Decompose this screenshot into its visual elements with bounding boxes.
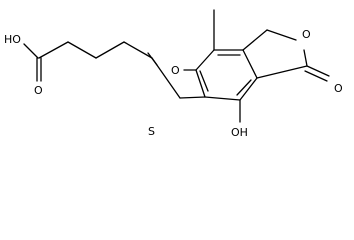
bond-ho-c1 [23,43,39,59]
label-lactone-oxygen: O [302,28,311,41]
bond-ring-c3a-c7a [242,49,258,79]
bond-ring-inner-1 [199,70,209,92]
butanoic-acid-chain [23,41,181,99]
label-lactone-carbonyl: O [334,82,343,95]
label-thioether-sulfur: S [148,125,155,138]
label-methoxy-oxygen: O [171,64,180,77]
bond-c1-o-double-b [304,70,328,82]
benzene-ring [179,49,258,101]
bond-ring-c7-c6 [204,96,241,101]
bond-c3-o2 [266,29,297,41]
bond-c1-c7a [256,65,308,79]
label-carbonyl-acid: O [34,84,43,97]
bond-ring-c6-c5 [195,69,206,98]
bond-c3-c4 [95,41,125,59]
structure-canvas: HO O O S O O OH [4,9,343,139]
bond-ch2-ring [179,96,206,99]
bond-c1-c2 [38,41,69,59]
bond-ring-inner-3 [236,79,252,96]
lactone-ring [242,29,330,82]
label-hydroxyl-acid: HO [4,33,21,46]
bond-c1-o-double-a [306,65,330,77]
bond-c3a-c3 [242,29,268,51]
bond-ring-c5-c4 [195,49,215,71]
bond-c4-s [123,41,153,59]
label-phenol-hydroxyl: OH [231,126,248,139]
bond-methoxy-ch3 [147,52,158,66]
molecule-structure: HO O O S O O OH [4,9,343,139]
bond-ring-c7a-c7 [239,77,258,101]
bond-c2-c3 [67,41,97,59]
bond-o2-c1 [303,49,308,67]
substituents [147,9,241,123]
